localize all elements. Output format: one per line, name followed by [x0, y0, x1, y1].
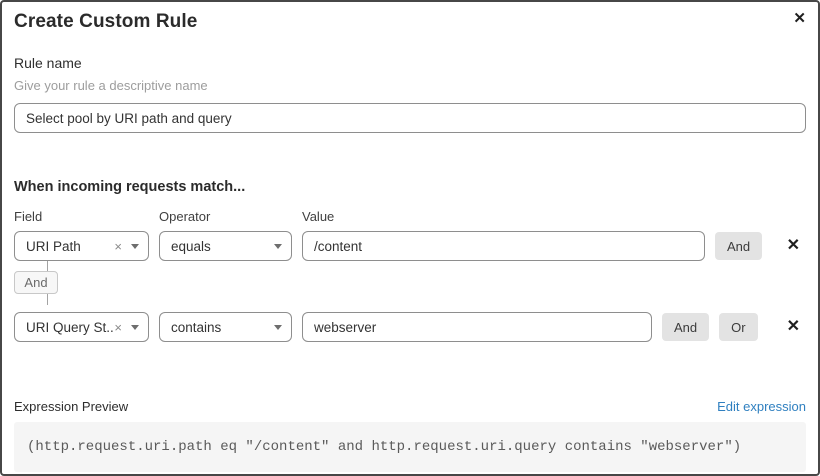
or-button[interactable]: Or [719, 313, 758, 341]
operator-select-value: equals [171, 238, 211, 254]
and-button[interactable]: And [715, 232, 763, 260]
column-headers: Field Operator Value [14, 209, 806, 224]
remove-condition-icon[interactable]: ✕ [783, 317, 804, 337]
rule-name-hint: Give your rule a descriptive name [14, 78, 208, 93]
value-input[interactable] [302, 231, 705, 261]
clear-field-icon[interactable]: × [114, 238, 122, 254]
chevron-down-icon [131, 243, 139, 249]
value-input[interactable] [302, 312, 652, 342]
operator-column-header: Operator [159, 209, 211, 224]
clear-field-icon[interactable]: × [114, 319, 122, 335]
operator-select[interactable]: equals [159, 231, 292, 261]
close-icon[interactable]: ✕ [789, 7, 810, 30]
field-select[interactable]: URI Query St... × [14, 312, 149, 342]
operator-select-value: contains [171, 319, 222, 335]
edit-expression-link[interactable]: Edit expression [717, 399, 806, 414]
value-column-header: Value [302, 209, 335, 224]
field-column-header: Field [14, 209, 43, 224]
page-title: Create Custom Rule [14, 11, 198, 32]
operator-select[interactable]: contains [159, 312, 292, 342]
expression-text: (http.request.uri.path eq "/content" and… [27, 439, 742, 455]
chevron-down-icon [274, 243, 282, 249]
chevron-down-icon [274, 324, 282, 330]
expression-preview-header: Expression Preview Edit expression [14, 399, 806, 414]
field-select-value: URI Query St... [26, 319, 115, 335]
rule-name-input[interactable] [14, 103, 806, 133]
connector-and-pill: And [14, 271, 58, 294]
expression-preview-label: Expression Preview [14, 399, 129, 414]
expression-preview-box: (http.request.uri.path eq "/content" and… [14, 422, 806, 472]
condition-row-1: URI Path × equals And ✕ [14, 231, 806, 261]
field-select-value: URI Path [26, 238, 81, 254]
and-button[interactable]: And [662, 313, 710, 341]
condition-row-2: URI Query St... × contains And Or ✕ [14, 312, 806, 342]
field-select[interactable]: URI Path × [14, 231, 149, 261]
chevron-down-icon [131, 324, 139, 330]
row-connector: And [14, 261, 806, 305]
remove-condition-icon[interactable]: ✕ [783, 236, 804, 256]
rule-name-label: Rule name [14, 55, 82, 71]
match-section-title: When incoming requests match... [14, 179, 246, 195]
